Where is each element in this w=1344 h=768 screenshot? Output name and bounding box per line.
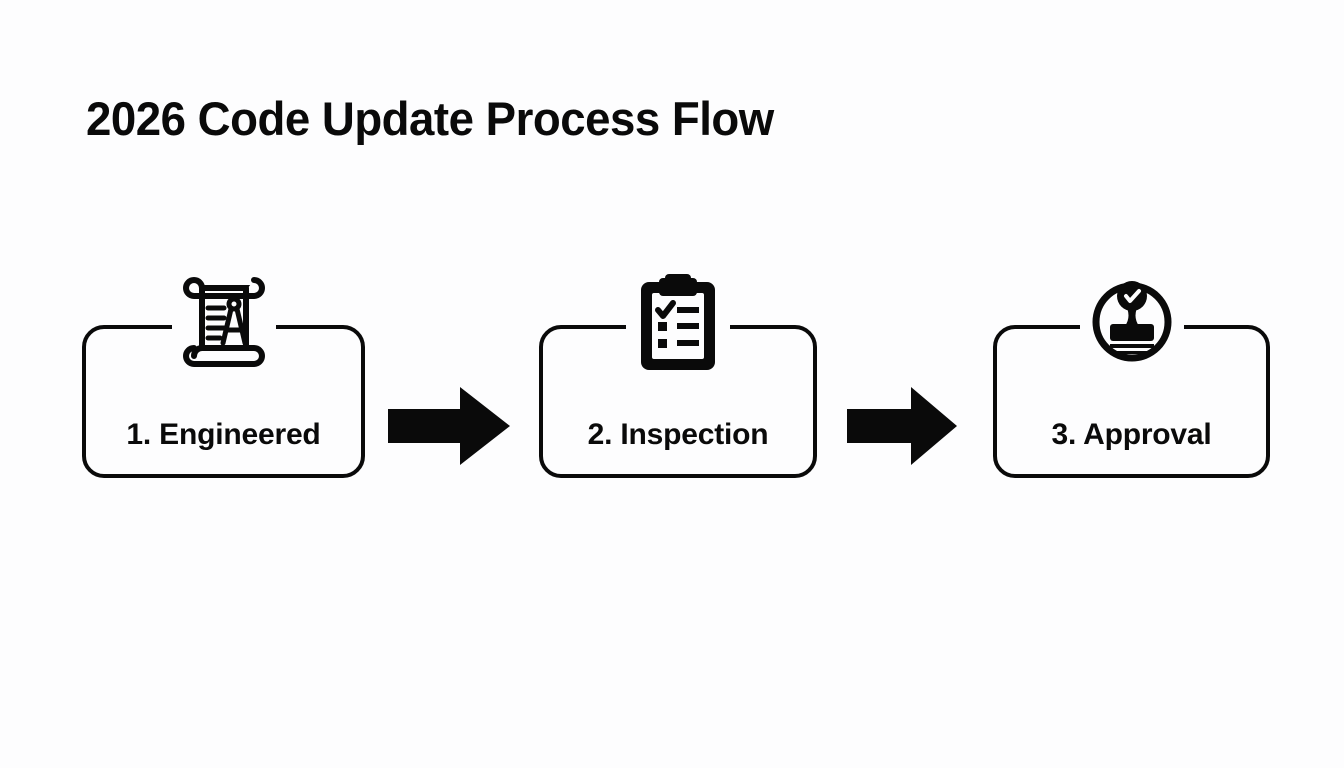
- step-3-label: 3. Approval: [1051, 418, 1212, 451]
- clipboard-checklist-icon: [626, 273, 730, 371]
- process-flow-row: 1. Engineered: [0, 273, 1344, 490]
- page-title: 2026 Code Update Process Flow: [86, 92, 774, 145]
- step-1-label: 1. Engineered: [126, 418, 321, 451]
- process-step-3[interactable]: 3. Approval: [993, 273, 1270, 478]
- blueprint-scroll-compass-icon: [171, 273, 276, 371]
- process-step-2[interactable]: 2. Inspection: [539, 273, 817, 478]
- arrow-2-to-3: [847, 387, 957, 465]
- arrow-1-to-2: [388, 387, 510, 465]
- process-step-1[interactable]: 1. Engineered: [82, 273, 365, 478]
- approval-stamp-icon: [1079, 273, 1184, 371]
- step-2-label: 2. Inspection: [587, 418, 769, 451]
